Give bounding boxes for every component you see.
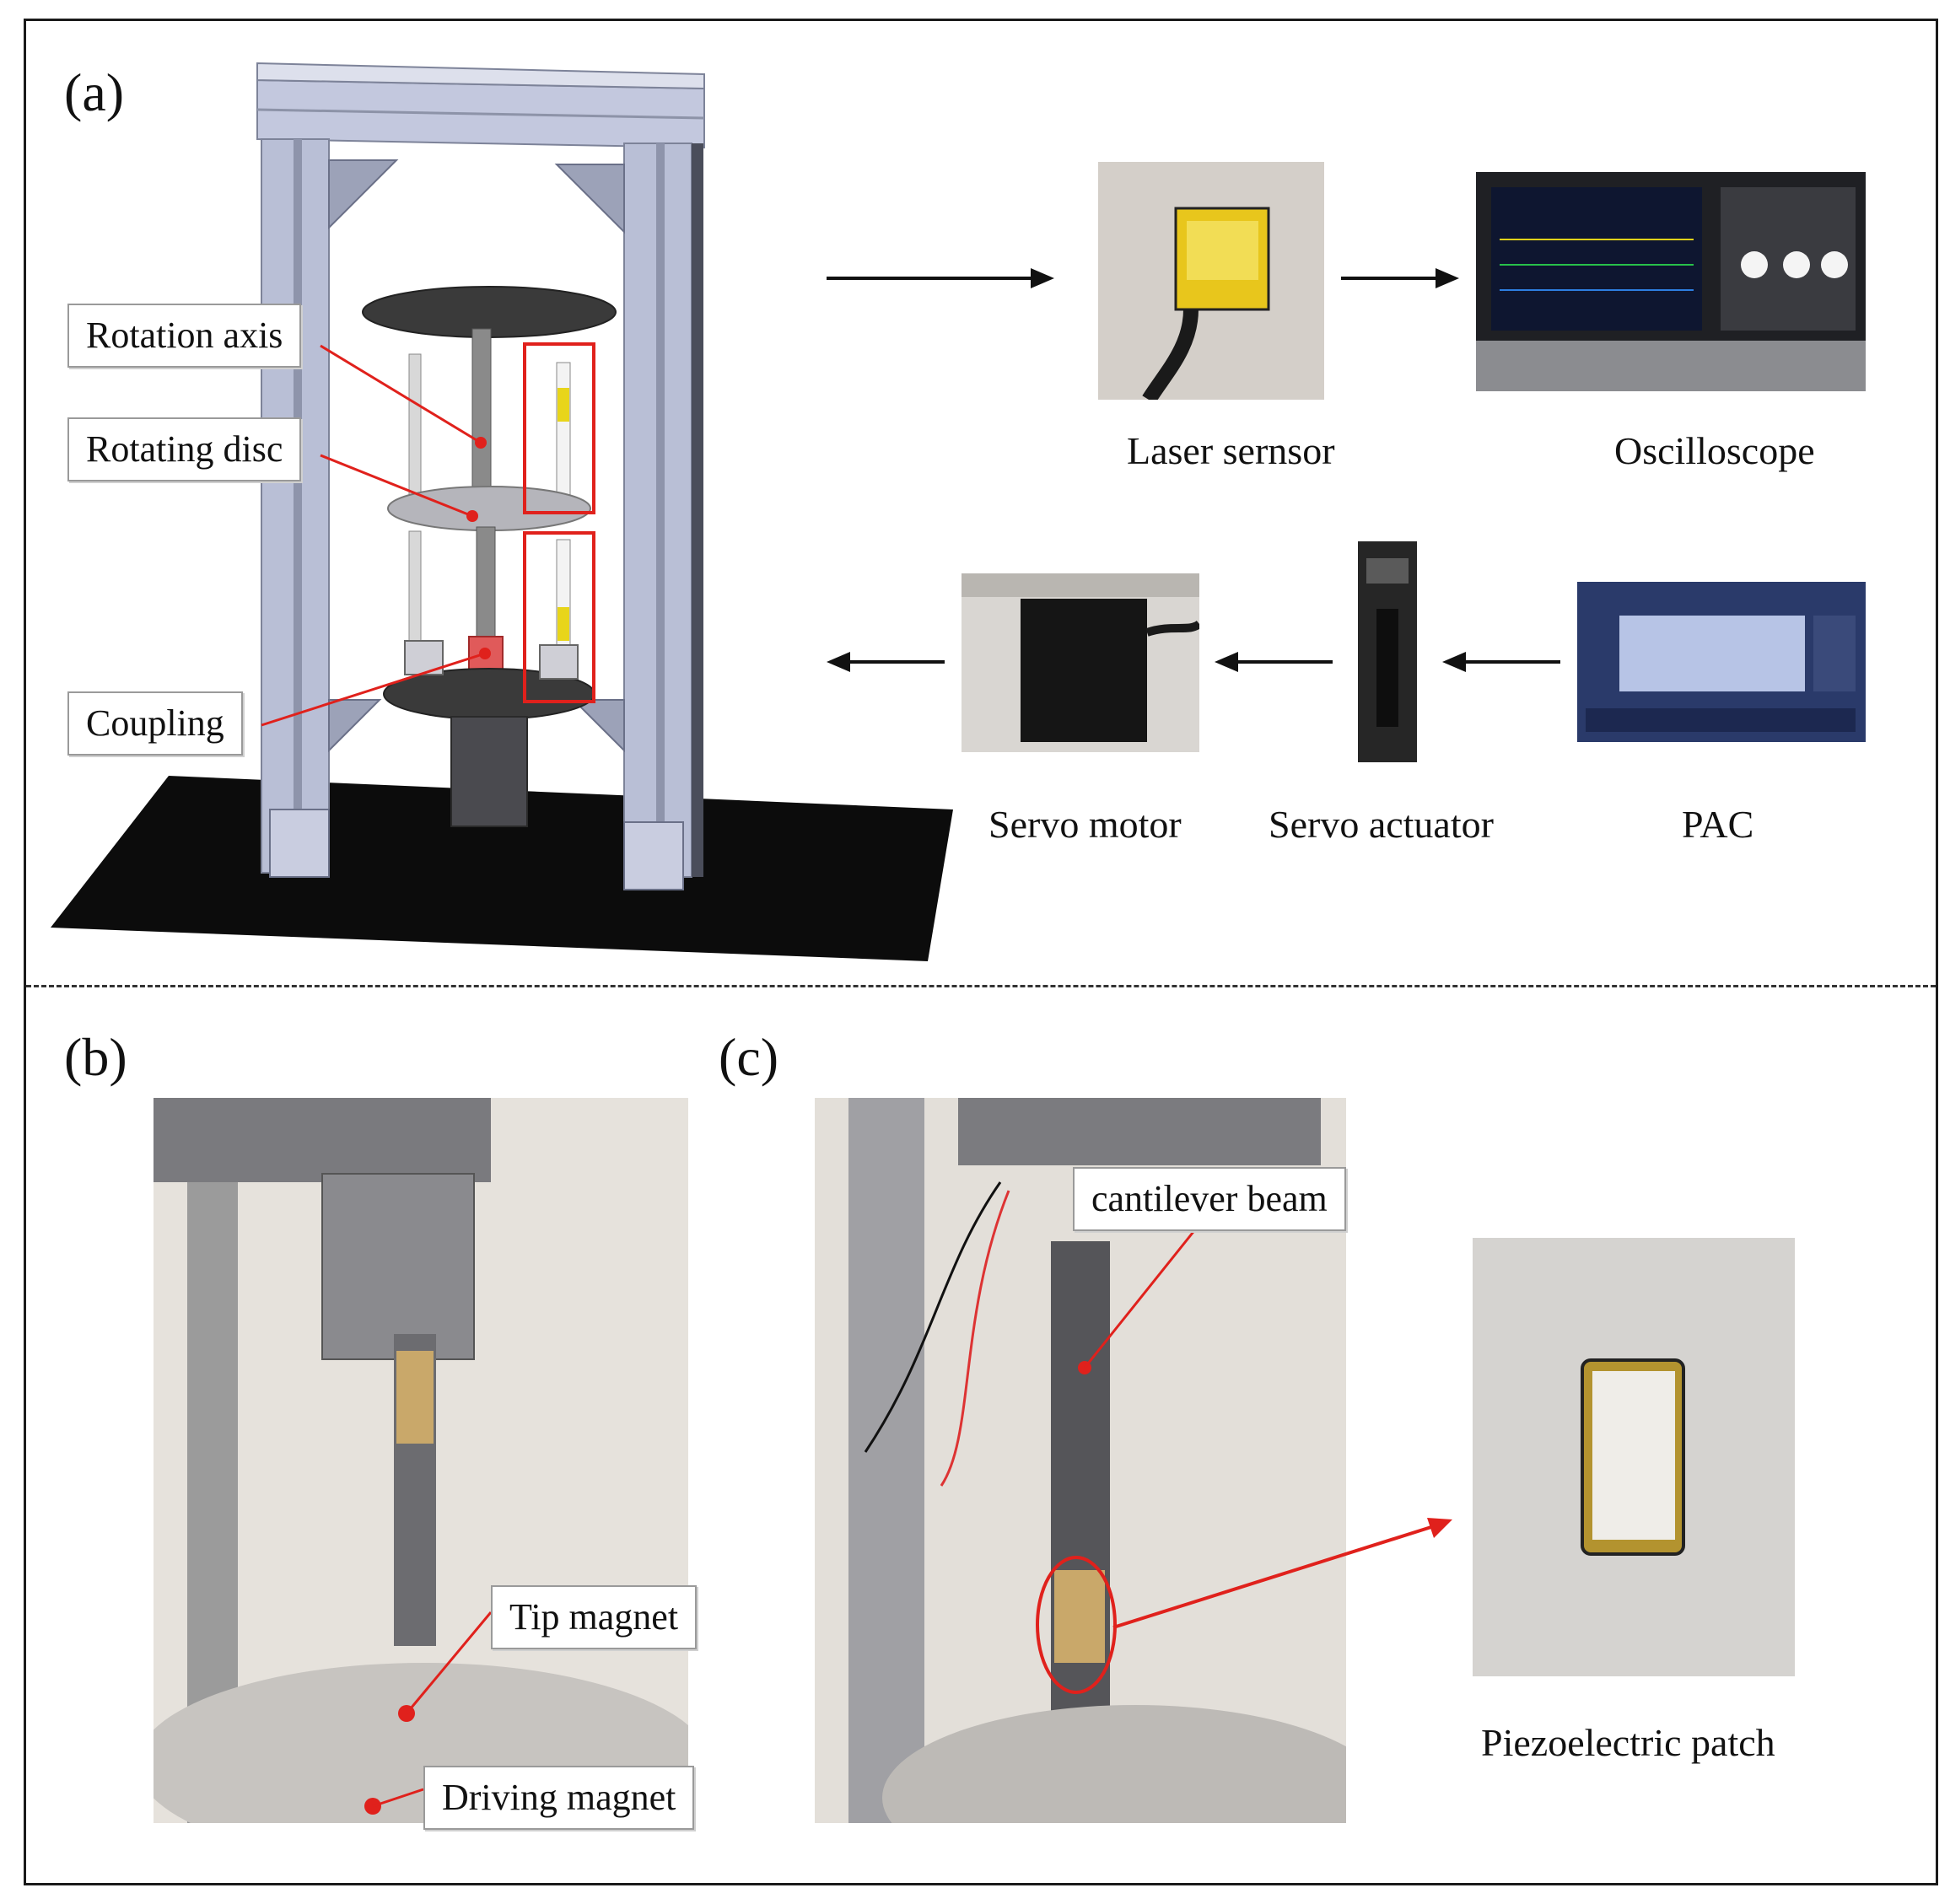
callout-tip-magnet: Tip magnet (491, 1585, 698, 1649)
panel-c-label: (c) (719, 1027, 779, 1087)
servo-motor-photo (962, 573, 1199, 752)
laser-sensor-photo (1098, 162, 1324, 400)
caption-servo-motor: Servo motor (988, 803, 1182, 846)
caption-piezo-patch: Piezoelectric patch (1481, 1721, 1775, 1764)
callout-driving-magnet: Driving magnet (423, 1766, 695, 1830)
servo-actuator-photo (1358, 541, 1417, 762)
caption-pac: PAC (1682, 803, 1754, 846)
beam-highlight-upper (523, 342, 595, 514)
motor-shape (450, 716, 528, 827)
callout-coupling: Coupling (67, 691, 243, 756)
panel-divider (26, 985, 1936, 987)
callout-rotating-disc: Rotating disc (67, 417, 302, 481)
panel-b-photo (154, 1098, 688, 1823)
panel-b-label: (b) (64, 1027, 127, 1087)
figure-frame (24, 19, 1938, 1885)
callout-rotation-axis: Rotation axis (67, 304, 302, 368)
piezo-patch-photo (1473, 1238, 1795, 1676)
oscilloscope-photo (1476, 172, 1866, 391)
caption-laser-sensor: Laser sernsor (1127, 429, 1335, 472)
panel-a-label: (a) (64, 62, 125, 122)
caption-servo-actuator: Servo actuator (1269, 803, 1494, 846)
callout-cantilever-beam: cantilever beam (1073, 1167, 1346, 1231)
pac-photo (1577, 582, 1866, 742)
caption-oscilloscope: Oscilloscope (1614, 429, 1815, 472)
beam-highlight-lower (523, 531, 595, 703)
